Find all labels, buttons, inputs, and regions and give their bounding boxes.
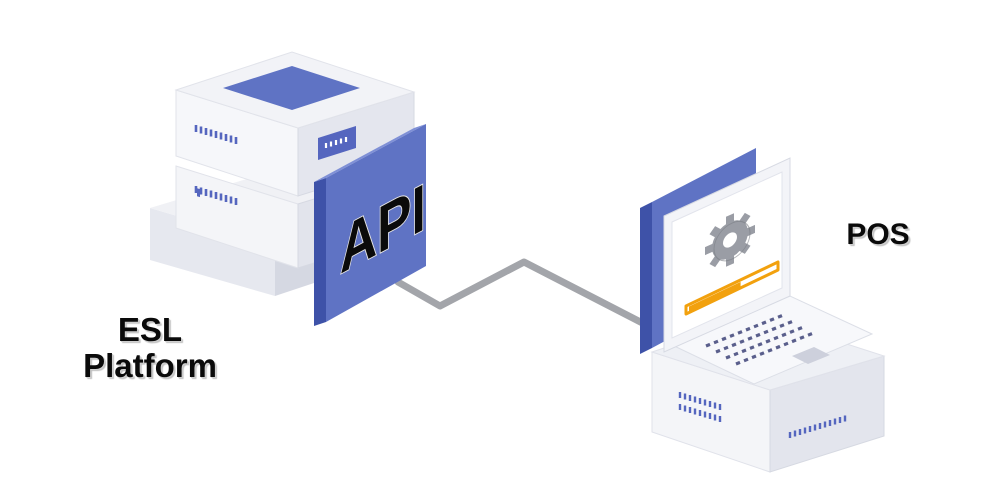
esl-vent-row-upper (194, 125, 238, 144)
esl-vent-row-lower (194, 186, 238, 205)
esl-server-vent (197, 188, 200, 198)
keyboard-icon (705, 314, 813, 366)
pos-base-vents-right (788, 415, 847, 438)
pos-base-vents (678, 392, 722, 422)
esl-label-line1: ESL (117, 311, 183, 348)
progress-bar-fill (689, 281, 741, 312)
gear-icon (705, 212, 755, 268)
pos-label: POS (846, 218, 910, 251)
api-panel-icon: API (314, 124, 427, 326)
esl-server-top-panel (223, 66, 360, 110)
touchpad (792, 347, 830, 364)
progress-bar (684, 260, 780, 316)
esl-label-line2: Platform (83, 347, 217, 385)
pos-terminal-icon (640, 148, 886, 473)
connection-cable (394, 258, 664, 336)
